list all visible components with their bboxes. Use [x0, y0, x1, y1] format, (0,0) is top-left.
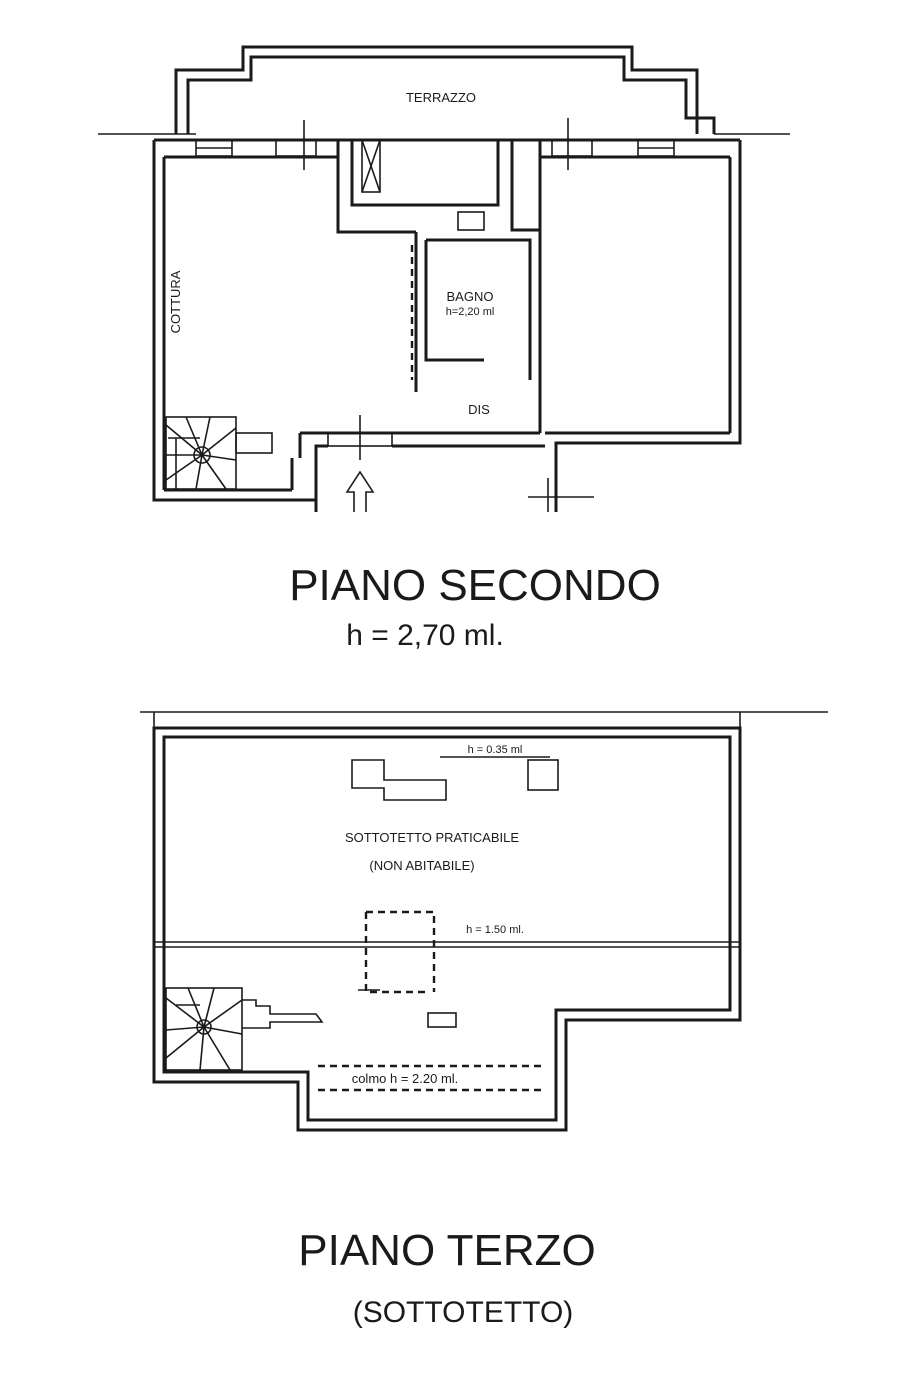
- spiral-stair-second-floor: [165, 416, 273, 490]
- spiral-stair-third-floor: [165, 987, 243, 1071]
- apartment-outer-wall-right: [554, 140, 742, 512]
- room-label-terrace: TERRAZZO: [406, 90, 476, 105]
- terrace-recess: [336, 138, 542, 234]
- outside-door-right: [528, 478, 594, 512]
- chimney-stacks: [351, 759, 559, 801]
- room-label-bathroom-height: h=2,20 ml: [446, 306, 495, 318]
- attic-label-line1: SOTTOTETTO PRATICABILE: [345, 830, 519, 845]
- duct-with-cross: [361, 139, 381, 193]
- third-floor-plan: h = 0.35 ml SOTTOTETTO PRATICABILE (NON …: [140, 711, 828, 1329]
- attic-height-mid: h = 1.50 ml.: [466, 924, 524, 936]
- terrace-inner-outline: [186, 55, 716, 134]
- attic-inner-wall: [162, 735, 732, 1122]
- attic-dashed-opening: [358, 910, 436, 994]
- windows-facade: [195, 118, 675, 170]
- terrace-outline: [174, 45, 699, 134]
- second-floor-title: PIANO SECONDO: [289, 561, 661, 610]
- second-floor-height: h = 2,70 ml.: [346, 619, 504, 652]
- third-floor-title: PIANO TERZO: [298, 1226, 595, 1275]
- entrance-arrow-icon: [345, 470, 375, 512]
- attic-small-hatch: [427, 1012, 457, 1028]
- attic-label-line2: (NON ABITABILE): [369, 858, 474, 873]
- stair-landing-ledge: [242, 999, 324, 1029]
- hall-bottom-wall: [298, 431, 545, 512]
- attic-height-low: h = 0.35 ml: [468, 744, 523, 756]
- bathroom-walls: [414, 232, 532, 392]
- attic-outer-wall: [152, 726, 742, 1132]
- room-label-hall: DIS: [468, 402, 490, 417]
- room-label-kitchen: COTTURA: [168, 270, 183, 333]
- room-label-bathroom: BAGNO: [447, 289, 494, 304]
- entrance-door: [327, 415, 393, 460]
- bathroom-window: [457, 211, 485, 231]
- third-floor-subtitle: (SOTTOTETTO): [353, 1296, 574, 1329]
- second-floor-plan: TERRAZZO COTTURA BAGNO h=2,20 ml DIS PIA…: [98, 45, 790, 652]
- attic-ridge-height: colmo h = 2.20 ml.: [352, 1071, 459, 1086]
